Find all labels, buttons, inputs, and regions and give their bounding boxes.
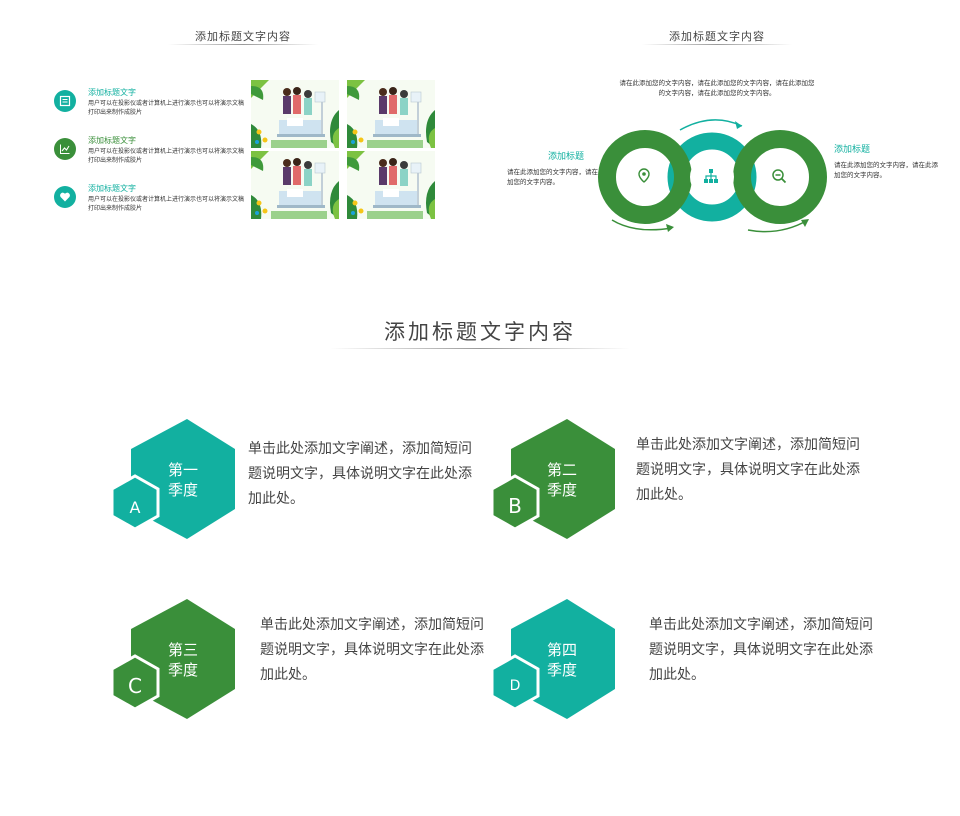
quarter-2-label-line1: 第二	[546, 461, 577, 479]
quarter-1-hexagon	[110, 419, 235, 539]
main-title-underline	[330, 348, 630, 349]
quarter-2-label: 第二 季度	[532, 460, 592, 500]
feature-3-desc: 用户可以在投影仪或者计算机上进行演示也可以将演示文稿打印出来制作成胶片	[88, 196, 245, 212]
slide2-right-heading: 添加标题	[834, 145, 871, 155]
slide1-title-underline	[168, 44, 318, 45]
feature-1-desc: 用户可以在投影仪或者计算机上进行演示也可以将演示文稿打印出来制作成胶片	[88, 100, 245, 116]
quarter-4-letter: D	[509, 678, 521, 694]
quarter-4-label: 第四 季度	[532, 640, 592, 680]
slide2-right-text: 请在此添加您的文字内容，请在此添加您的文字内容。	[834, 161, 938, 179]
feature-2-title: 添加标题文字	[88, 136, 136, 145]
quarter-4-text: 单击此处添加文字阐述，添加简短问题说明文字，具体说明文字在此处添加此处。	[649, 617, 873, 683]
quarter-2-label-line2: 季度	[546, 481, 577, 499]
quarter-1-text: 单击此处添加文字阐述，添加简短问题说明文字，具体说明文字在此处添加此处。	[248, 441, 472, 507]
quarter-1-letter: A	[129, 498, 141, 517]
quarter-3-letter: C	[128, 674, 142, 698]
quarter-1-label: 第一 季度	[153, 460, 213, 500]
slide2-left-heading: 添加标题	[548, 152, 585, 162]
quarter-1-label-line1: 第一	[167, 461, 198, 479]
org-chart-icon	[703, 168, 719, 188]
slide2-title: 添加标题文字内容	[669, 30, 765, 43]
feature-1-title: 添加标题文字	[88, 88, 136, 97]
report-icon	[54, 90, 76, 112]
hospital-illustration	[347, 151, 435, 219]
slide2-left-text: 请在此添加您的文字内容，请在此添加您的文字内容。	[507, 168, 611, 186]
quarter-4-label-line2: 季度	[546, 661, 577, 679]
feature-3-title: 添加标题文字	[88, 184, 136, 193]
quarter-1-label-line2: 季度	[167, 481, 198, 499]
quarter-4-hexagon	[490, 599, 615, 719]
hospital-illustration	[347, 80, 435, 148]
quarter-3-hexagon	[110, 599, 235, 719]
quarter-3-label-line1: 第三	[167, 641, 198, 659]
quarter-3-label: 第三 季度	[153, 640, 213, 680]
quarter-4-label-line1: 第四	[546, 641, 577, 659]
hospital-illustration	[251, 80, 339, 148]
quarter-2-letter: B	[508, 494, 522, 518]
quarter-2-text: 单击此处添加文字阐述，添加简短问题说明文字，具体说明文字在此处添加此处。	[636, 437, 860, 503]
chart-line-icon	[54, 138, 76, 160]
slide1-title: 添加标题文字内容	[195, 30, 291, 43]
zoom-out-icon	[771, 168, 787, 188]
hospital-illustration	[251, 151, 339, 219]
slide2-title-underline	[642, 44, 792, 45]
slide2-top-text: 请在此添加您的文字内容，请在此添加您的文字内容，请在此添加您的文字内容，请在此添…	[619, 79, 815, 97]
quarter-3-label-line2: 季度	[167, 661, 198, 679]
quarter-2-hexagon	[490, 419, 615, 539]
location-pin-icon	[636, 168, 652, 188]
process-ring-diagram	[598, 119, 827, 233]
quarter-3-text: 单击此处添加文字阐述，添加简短问题说明文字，具体说明文字在此处添加此处。	[260, 617, 484, 683]
main-title: 添加标题文字内容	[384, 320, 576, 344]
heart-icon	[54, 186, 76, 208]
feature-2-desc: 用户可以在投影仪或者计算机上进行演示也可以将演示文稿打印出来制作成胶片	[88, 148, 245, 164]
